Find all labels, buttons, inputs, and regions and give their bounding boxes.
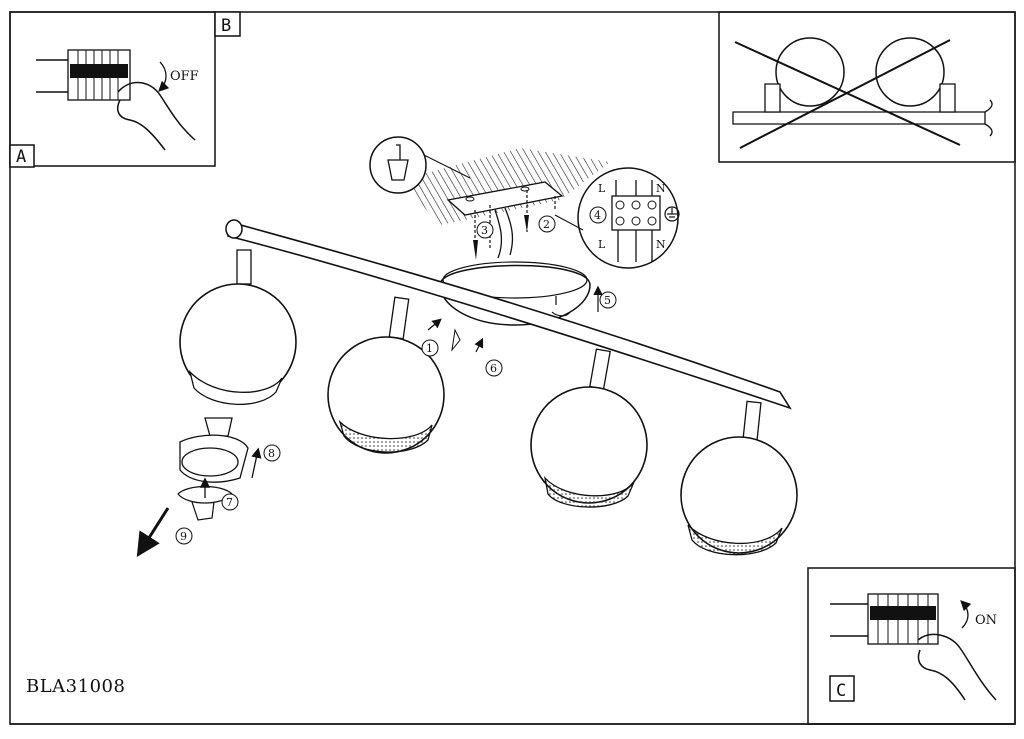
spotlight-4	[680, 400, 798, 556]
switch-off-label: OFF	[170, 69, 199, 84]
step-9: 9	[180, 530, 187, 543]
ceiling-mount	[369, 136, 610, 260]
bulb-replacement	[136, 417, 262, 558]
spotlight-1	[179, 249, 297, 405]
wire-live-top: L	[598, 182, 606, 195]
wire-live-bottom: L	[598, 238, 606, 251]
switch-on-label: ON	[975, 613, 997, 628]
panel-b-label: B	[221, 16, 231, 36]
canopy	[439, 261, 591, 352]
panel-power-off: OFF B A	[9, 11, 241, 168]
step-7: 7	[226, 496, 233, 509]
panel-a-label: A	[16, 147, 26, 167]
panel-power-on: ON C	[807, 567, 1016, 725]
panel-incorrect-mounting	[718, 11, 1016, 163]
rotate-arrow-icon	[158, 61, 170, 92]
step-3: 3	[481, 224, 488, 237]
model-number: BLA31008	[26, 676, 126, 697]
rotate-arrow-on-icon	[960, 600, 972, 629]
step-5: 5	[604, 294, 611, 307]
spotlight-3	[530, 348, 648, 508]
step-4-label: 4	[594, 209, 601, 222]
fuse-box-off	[36, 49, 131, 101]
step-1: 1	[426, 342, 433, 355]
hand-icon	[117, 81, 196, 151]
step-8: 8	[268, 447, 275, 460]
spotlight-2	[327, 296, 445, 454]
step-2: 2	[543, 218, 550, 231]
wall-plug-detail	[369, 136, 427, 194]
cross-line-2	[739, 39, 951, 149]
hand-icon-on	[917, 633, 997, 701]
step-6: 6	[490, 362, 497, 375]
terminal-block-detail: L N L N 4	[554, 167, 680, 269]
earth-icon	[664, 206, 680, 222]
wire-neutral-bottom: N	[656, 238, 666, 251]
wire-neutral-top: N	[656, 182, 666, 195]
step-markers: 1 2 3 5 6 7 8 9	[175, 215, 617, 545]
lamp-bar	[225, 219, 792, 410]
panel-c-label: C	[836, 681, 846, 701]
fuse-box-on	[830, 593, 939, 645]
